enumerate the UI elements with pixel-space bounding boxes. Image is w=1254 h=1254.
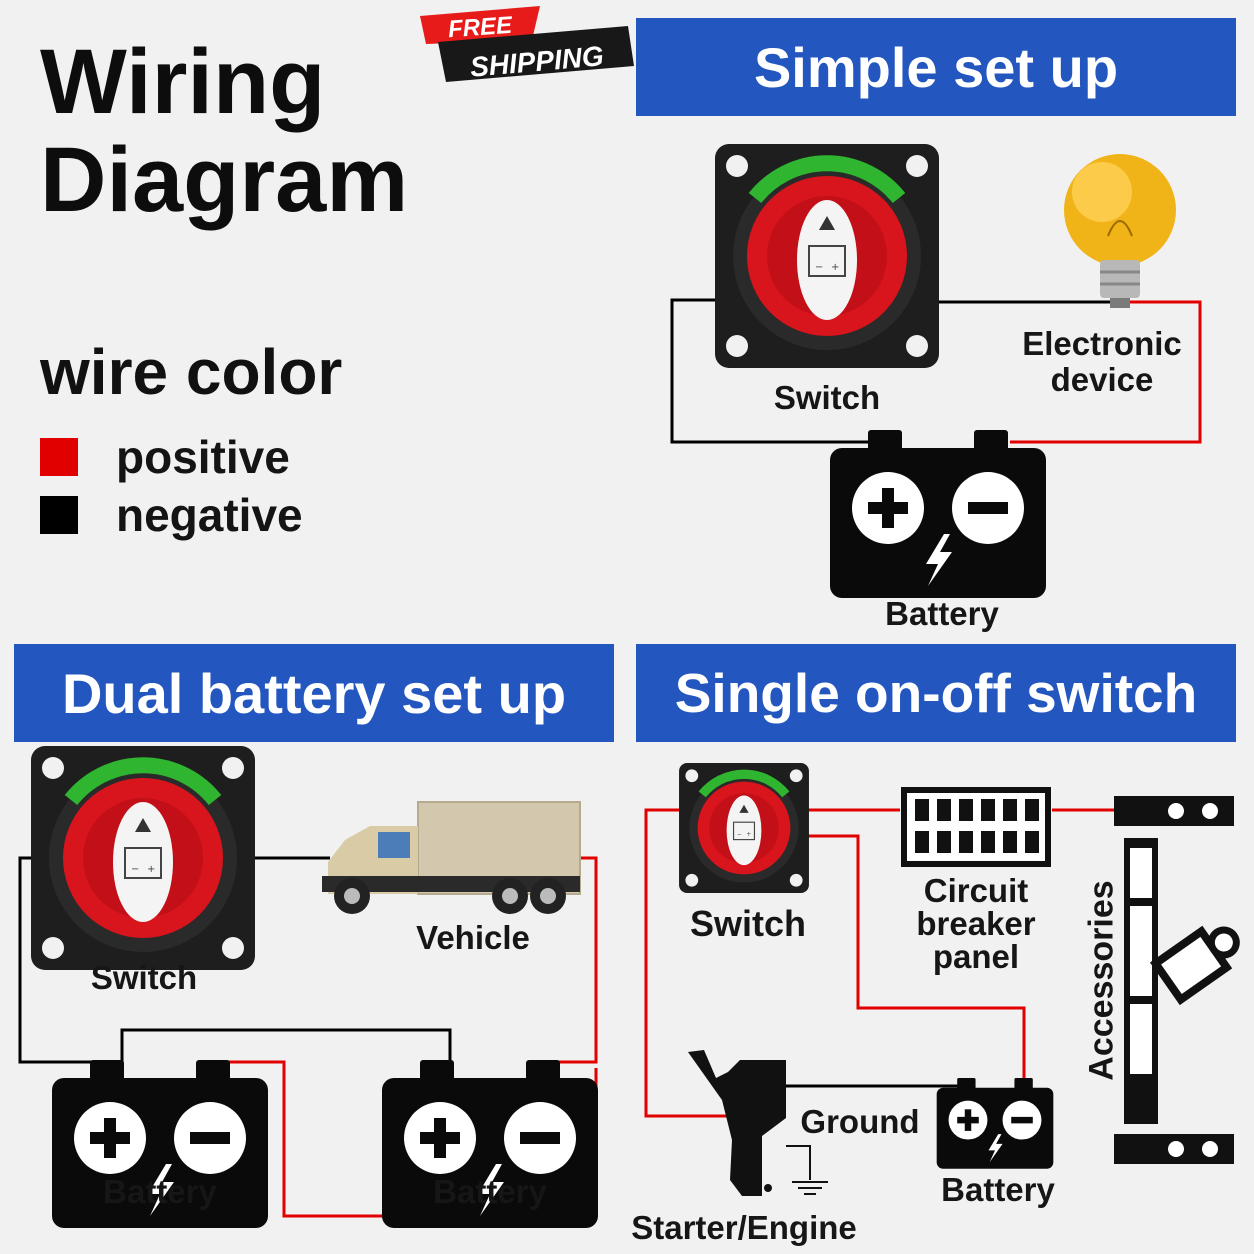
legend-label-negative: negative [116,489,303,541]
battery-switch-icon [31,746,255,970]
single-switch-label: Switch [689,903,806,944]
banner-simple-setup: Simple set up [636,18,1236,116]
accessories-rack-icon [1114,796,1240,1164]
ground-symbol-icon [786,1145,828,1195]
single-panel-label-line-1: Circuit [923,872,1029,909]
single-panel-label-line-2: breaker [916,905,1036,942]
legend-item-positive: positive [40,430,290,484]
legend-item-negative: negative [40,488,303,542]
single-panel-label: Circuit breaker panel [900,874,1052,973]
simple-device-label-line-1: Electronic [1022,325,1182,362]
legend-label-positive: positive [116,431,290,483]
single-ground-label: Ground [800,1103,920,1140]
title-line-2: Diagram [40,129,409,231]
dual-battery-1-label: Battery [103,1173,217,1210]
simple-device-label: Electronic device [1010,325,1194,399]
simple-battery-label: Battery [885,595,999,632]
free-shipping-badge-shape [420,6,634,82]
battery-icon [936,1078,1054,1169]
dual-switch-label: Switch [90,959,198,996]
negative-swatch [40,496,78,534]
battery-icon [830,430,1046,598]
banner-dual-battery: Dual battery set up [14,644,614,742]
truck-icon [322,801,581,914]
battery-switch-icon [715,144,939,368]
simple-device-label-line-2: device [1050,361,1154,399]
badge-line-2: SHIPPING [468,40,605,83]
outboard-motor-icon [688,1050,786,1196]
dual-battery-2-label: Battery [433,1173,547,1210]
title-line-1: Wiring [40,31,326,133]
simple-switch-label: Switch [773,379,881,416]
legend-heading: wire color [40,336,343,408]
positive-swatch [40,438,78,476]
single-engine-label: Starter/Engine [631,1209,857,1246]
light-bulb-icon [1064,154,1176,308]
free-shipping-badge: FREE SHIPPING [430,8,630,88]
dual-vehicle-label: Vehicle [416,919,530,956]
single-panel-label-line-3: panel [932,938,1020,975]
breaker-panel-icon [901,787,1051,867]
badge-line-1: FREE [447,11,513,44]
battery-switch-icon [679,763,809,893]
legend: wire color [40,340,342,404]
banner-single-switch: Single on-off switch [636,644,1236,742]
page-title: Wiring Diagram [40,36,408,226]
single-accessories-label: Accessories [1082,880,1121,1081]
single-battery-label: Battery [941,1171,1055,1208]
